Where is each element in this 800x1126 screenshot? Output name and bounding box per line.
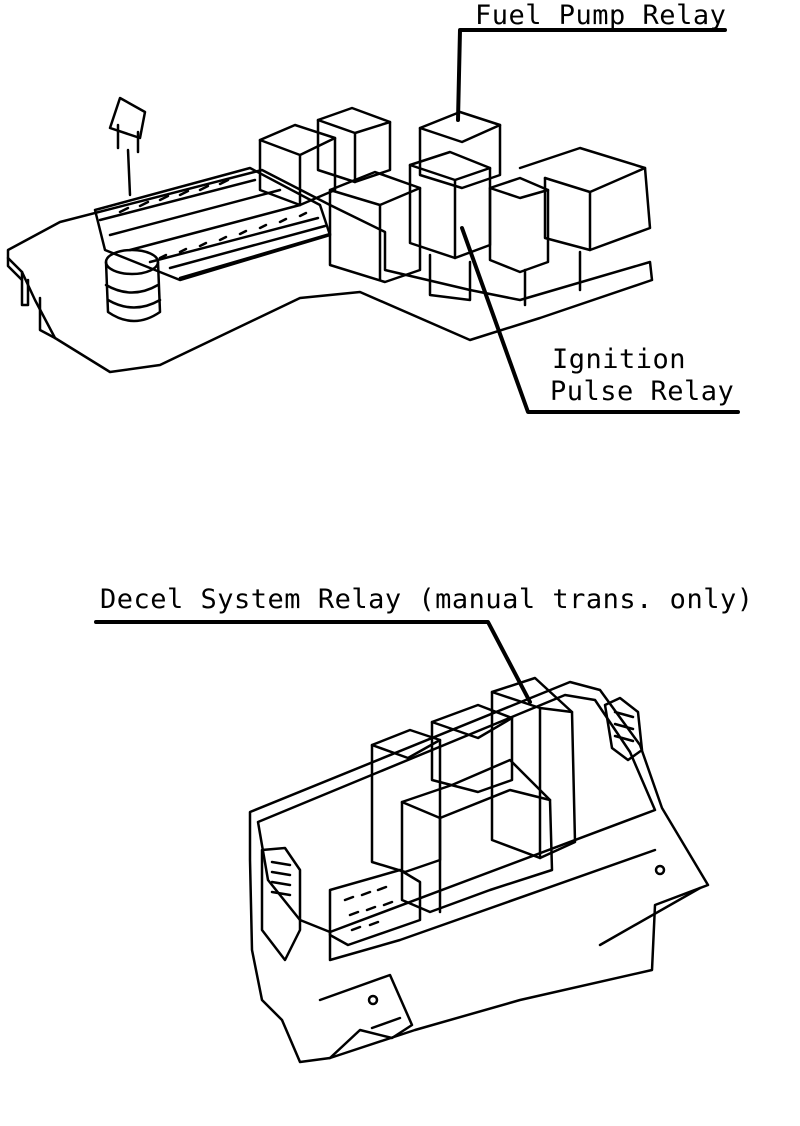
relay-panel-top bbox=[6, 96, 654, 374]
ignition-leader bbox=[460, 226, 740, 414]
fuel-pump-leader bbox=[456, 28, 727, 122]
ignition-label-line2: Pulse Relay bbox=[550, 376, 735, 407]
relay-module-bottom bbox=[248, 676, 710, 1064]
decel-system-relay-label: Decel System Relay (manual trans. only) bbox=[100, 584, 754, 615]
fuel-pump-relay-label: Fuel Pump Relay bbox=[475, 0, 727, 31]
decel-leader bbox=[94, 620, 532, 704]
ignition-label-line1: Ignition bbox=[552, 344, 687, 375]
